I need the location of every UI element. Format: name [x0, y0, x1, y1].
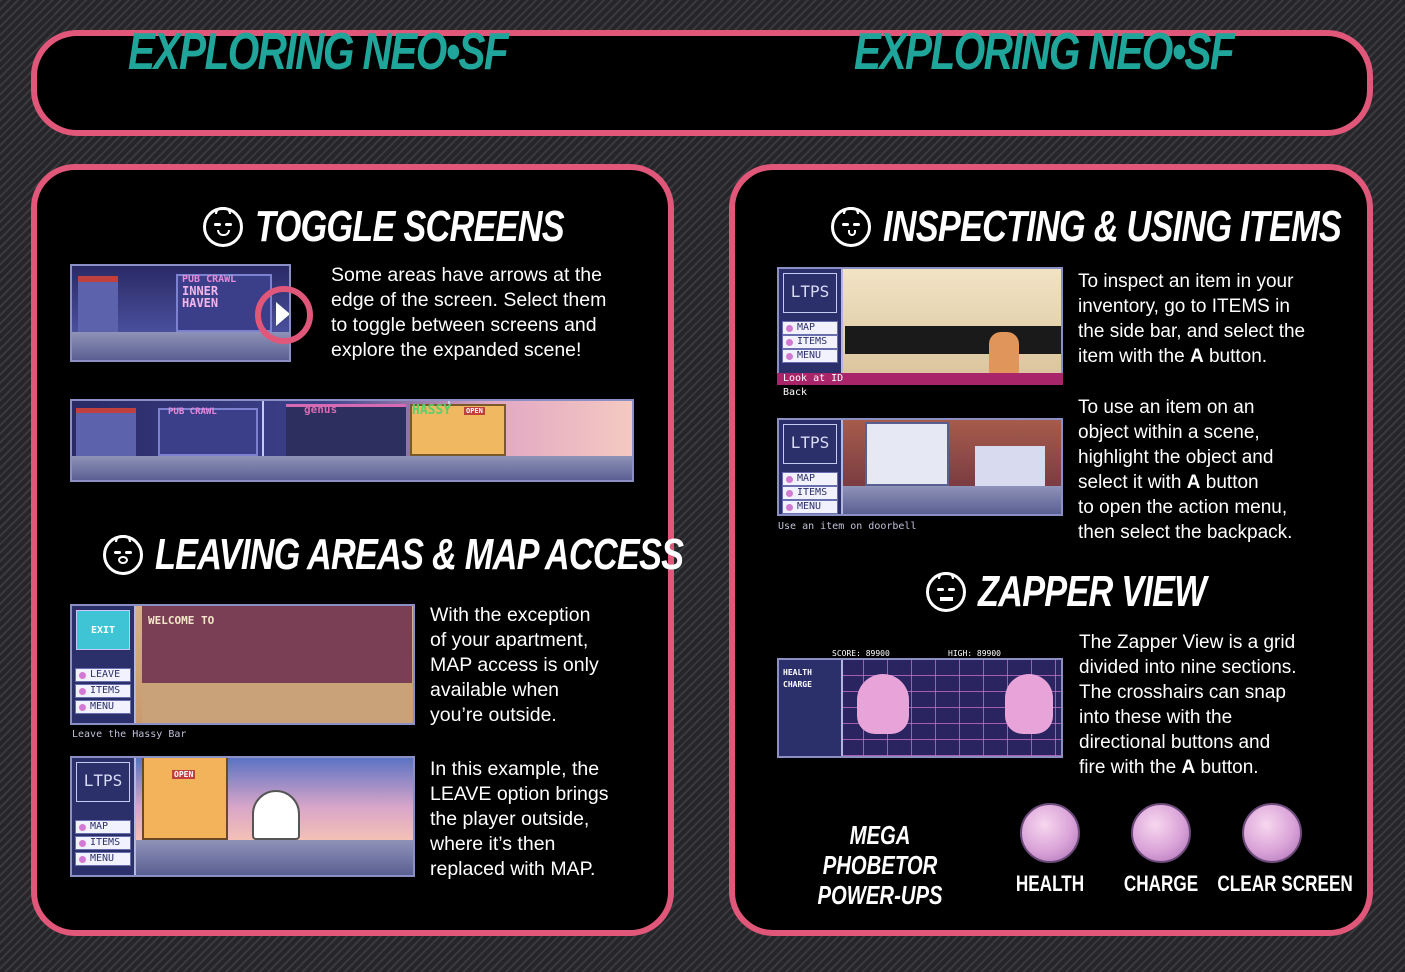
toggle-screens-text: Some areas have arrows at the edge of th…: [331, 264, 607, 361]
menu-menu-item[interactable]: MENU: [75, 852, 131, 866]
inspect2-sidebar: LTPS MAP ITEMS MENU: [779, 420, 843, 514]
map-access-text: With the exception of your apartment, MA…: [430, 604, 599, 726]
zapper-sidebar: HEALTH CHARGE: [779, 660, 843, 756]
charge-powerup-label: CHARGE: [1123, 871, 1199, 896]
header-title-left: EXPLORING NEO•SF: [128, 23, 509, 81]
calm-face-icon: [831, 207, 871, 247]
inner-sign: INNER: [182, 284, 219, 298]
shop-open-sign: OPEN: [172, 770, 196, 779]
charge-label: CHARGE: [783, 680, 812, 689]
toggle-screens-heading: TOGGLE SCREENS: [203, 202, 651, 252]
items-menu-item[interactable]: ITEMS: [75, 836, 131, 850]
ltps-logo-icon: LTPS: [783, 273, 837, 313]
items-menu-item[interactable]: ITEMS: [782, 486, 838, 500]
grimace-face-icon: [926, 572, 966, 612]
ltps-logo-icon: LTPS: [76, 762, 130, 802]
items-menu-item[interactable]: ITEMS: [75, 684, 131, 698]
health-powerup-label: HEALTH: [1015, 871, 1085, 896]
toggle-panorama-strip: PUB CRAWL genus HASSY OPEN: [70, 399, 634, 482]
smiley-face-icon: [203, 207, 243, 247]
clear-screen-powerup-icon: [1242, 803, 1302, 863]
menu-menu-item[interactable]: MENU: [75, 700, 131, 714]
shot2-sidebar: LTPS MAP ITEMS MENU: [72, 758, 136, 875]
health-powerup-icon: [1020, 803, 1080, 863]
map-menu-item[interactable]: MAP: [782, 321, 838, 335]
clear-screen-powerup-label: CLEAR SCREEN: [1217, 871, 1353, 896]
doorbell-caption: Use an item on doorbell: [778, 521, 917, 532]
menu-menu-item[interactable]: MENU: [782, 349, 838, 363]
inventory-screenshot: LTPS MAP ITEMS MENU: [777, 267, 1063, 384]
powerups-title: MEGA PHOBETOR POWER-UPS: [817, 820, 943, 910]
hassy-bar-screenshot: WELCOME TO EXIT LEAVE ITEMS MENU: [70, 604, 415, 725]
look-at-id-option[interactable]: Look at ID: [777, 373, 1063, 385]
inspect-text: To inspect an item in your inventory, go…: [1078, 271, 1306, 367]
shocked-face-icon: [103, 535, 143, 575]
high-score-readout: HIGH: 89900: [948, 649, 1001, 658]
hassy-sign: HASSY: [412, 403, 452, 418]
zapper-view-heading: ZAPPER VIEW: [926, 567, 1270, 617]
back-option[interactable]: Back: [783, 387, 808, 398]
outside-map-screenshot: OPEN LTPS MAP ITEMS MENU: [70, 756, 415, 877]
haven-sign: HAVEN: [182, 296, 219, 310]
health-label: HEALTH: [783, 668, 812, 677]
welcome-sign: WELCOME TO: [148, 614, 215, 627]
pub-crawl-sign: PUB CRAWL: [182, 274, 237, 285]
open-sign: OPEN: [464, 407, 485, 415]
ltps-logo-icon: LTPS: [783, 424, 837, 464]
leaving-areas-heading: LEAVING AREAS & MAP ACCESS: [103, 530, 832, 580]
header-title-right: EXPLORING NEO•SF: [854, 23, 1235, 81]
leave-hassy-bar-caption: Leave the Hassy Bar: [72, 729, 187, 740]
genus-sign: genus: [304, 403, 338, 416]
inspect1-sidebar: LTPS MAP ITEMS MENU: [779, 269, 843, 382]
map-menu-item[interactable]: MAP: [75, 820, 131, 834]
charge-powerup-icon: [1131, 803, 1191, 863]
zapper-view-screenshot: HEALTH CHARGE: [777, 658, 1063, 758]
arrow-highlight-circle: [255, 286, 313, 344]
menu-menu-item[interactable]: MENU: [782, 500, 838, 514]
inspecting-items-heading: INSPECTING & USING ITEMS: [831, 202, 1405, 252]
shot1-sidebar: EXIT LEAVE ITEMS MENU: [72, 606, 136, 723]
exit-icon: EXIT: [76, 610, 130, 650]
score-readout: SCORE: 89900: [832, 649, 890, 658]
strip-pub-crawl-sign: PUB CRAWL: [168, 407, 217, 417]
use-item-text: To use an item on an object within a sce…: [1078, 397, 1293, 543]
leave-option-text: In this example, the LEAVE option brings…: [430, 758, 609, 880]
map-menu-item[interactable]: MAP: [782, 472, 838, 486]
header-banner: [31, 30, 1373, 136]
zapper-text: The Zapper View is a grid divided into n…: [1079, 632, 1297, 778]
items-menu-item[interactable]: ITEMS: [782, 335, 838, 349]
leave-menu-item[interactable]: LEAVE: [75, 668, 131, 682]
doorbell-screenshot: LTPS MAP ITEMS MENU: [777, 418, 1063, 516]
